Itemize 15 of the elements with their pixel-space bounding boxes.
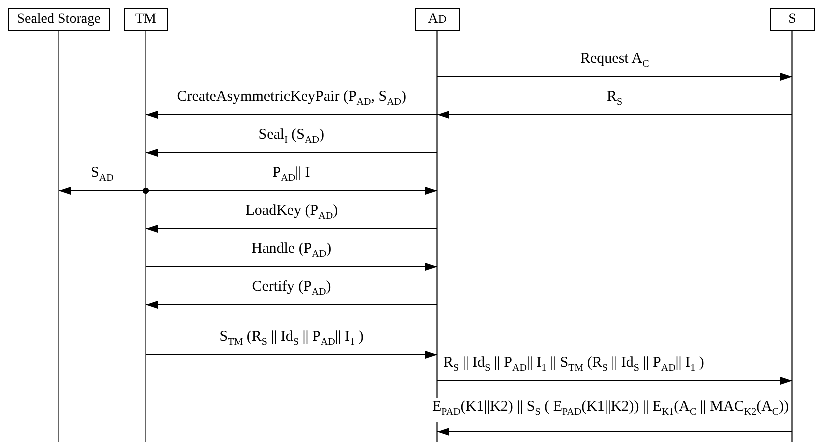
- message-arrow: [146, 351, 438, 359]
- message-arrow: [437, 428, 793, 436]
- message-arrow: [437, 111, 793, 119]
- participant-box: Sealed Storage: [8, 8, 110, 31]
- message-arrow: [146, 111, 438, 119]
- message-arrow: [146, 301, 438, 309]
- message-arrow: [437, 73, 793, 81]
- message-arrow: [146, 149, 438, 157]
- message-arrow: [143, 187, 438, 195]
- participant-box: S: [770, 8, 815, 31]
- participant-box: TM: [124, 8, 168, 31]
- message-arrow: [146, 225, 438, 233]
- message-arrow: [146, 263, 438, 271]
- message-arrow: [437, 377, 793, 385]
- message-label: E$_{PAD}$(K1||K2) || S$_{S}$ ( E$_{PAD}$(K1||K2)) || E$_{K1}$(A$_{C}$ || MAC$_{K2}$(A$_{C}$)): [432, 398, 790, 422]
